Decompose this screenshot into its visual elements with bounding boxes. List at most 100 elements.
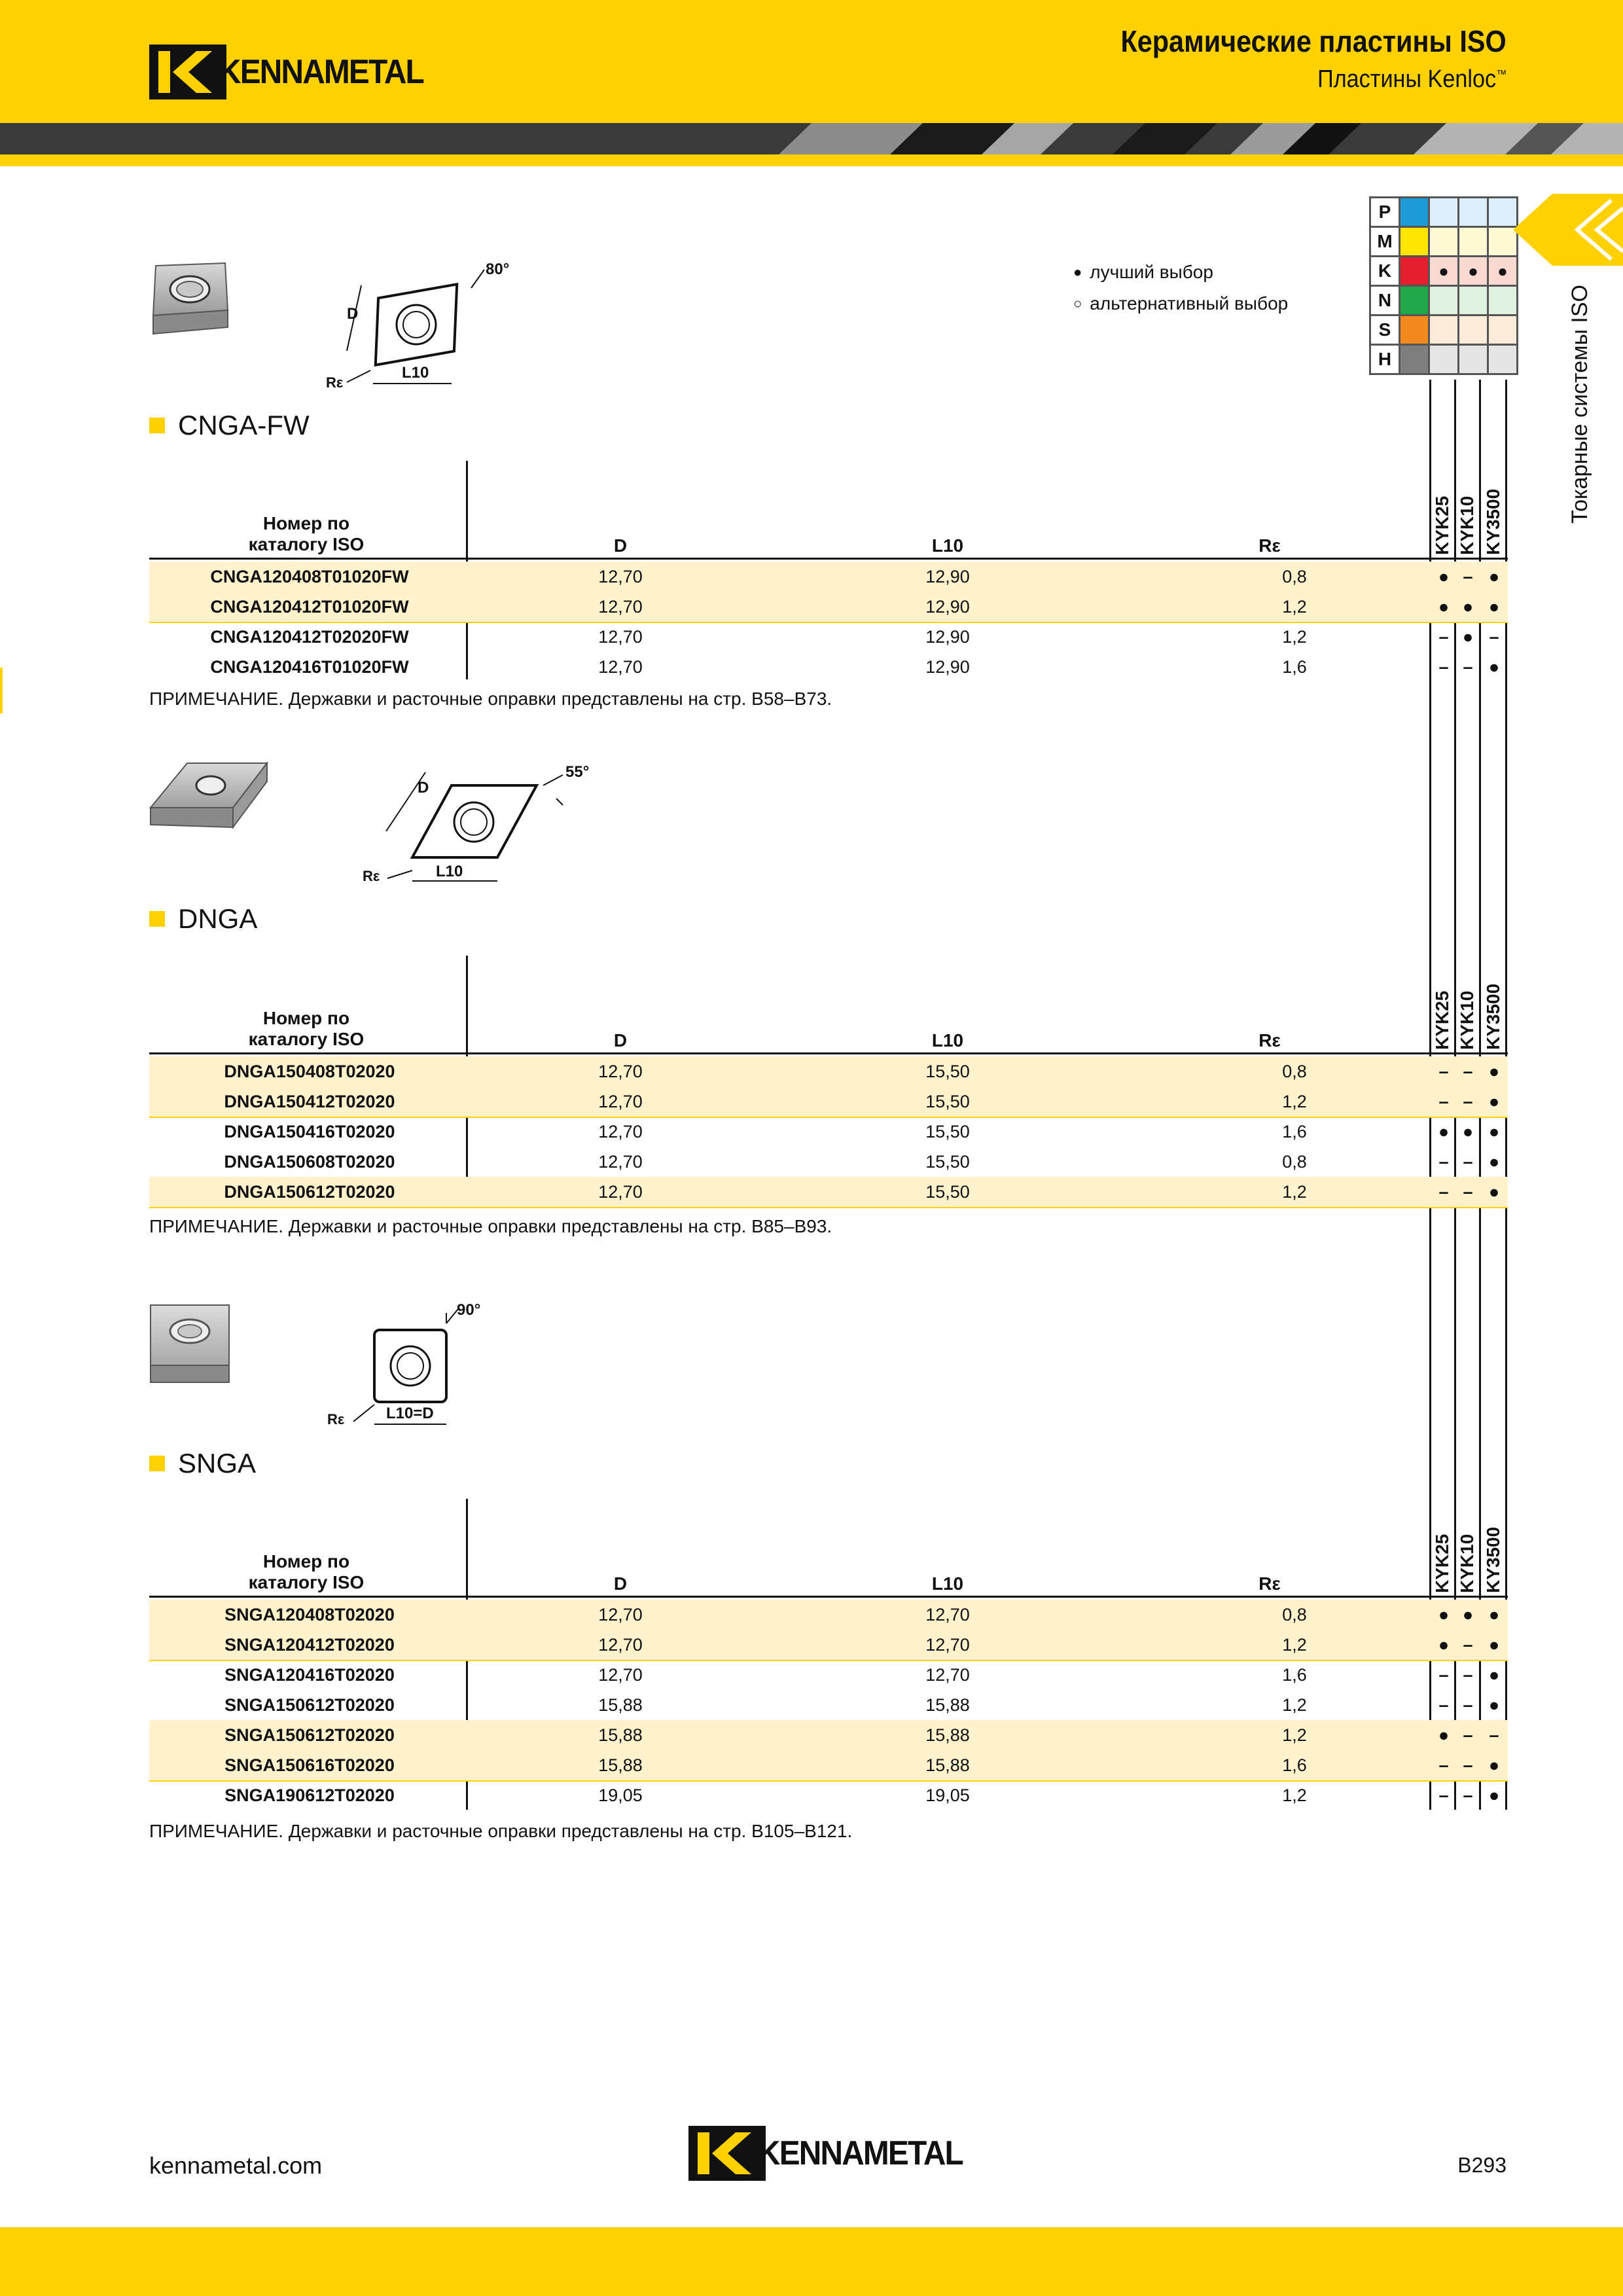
snga-insert-image (150, 1304, 230, 1383)
row-separator (149, 682, 1508, 683)
grade-ky3500-cell: – (1489, 1725, 1499, 1745)
grade-header-text: KYK25 (1432, 495, 1452, 555)
grade-kyk25-cell: – (1438, 1092, 1449, 1111)
grade-header-text: KY3500 (1483, 983, 1503, 1050)
header-bar (0, 0, 1623, 123)
trademark-mark: ™ (1495, 67, 1507, 81)
grade-ky3500-cell: ● (1488, 1755, 1500, 1775)
col-header-d: D (613, 1573, 628, 1594)
d-value-cell: 15,88 (598, 1695, 643, 1715)
catalog-number-cell: CNGA120412T02020FW (210, 627, 409, 647)
grade-kyk25-cell: ● (1438, 1122, 1450, 1141)
l10-value-cell: 12,70 (925, 1635, 970, 1655)
grade-kyk25-cell: – (1438, 1665, 1449, 1685)
dnga-angle-label: 55° (565, 763, 590, 781)
catalog-number-cell: SNGA150612T02020 (224, 1695, 395, 1715)
material-grade-mark: ● (1457, 255, 1489, 287)
grade-kyk10-cell: – (1463, 1665, 1473, 1685)
d-value-cell: 19,05 (598, 1785, 643, 1805)
material-code: S (1369, 314, 1400, 346)
table-header-rule (149, 1052, 1508, 1054)
col-header-catalog-l1: Номер по (262, 1008, 350, 1028)
material-grade-mark (1487, 314, 1518, 346)
catalog-number-cell: DNGA150416T02020 (224, 1122, 395, 1141)
material-row-p: P (1369, 196, 1518, 228)
material-row-h: H (1369, 344, 1518, 375)
l10-value-cell: 15,50 (925, 1122, 970, 1141)
grade-ky3500-cell: ● (1488, 1695, 1500, 1715)
d-value-cell: 12,70 (598, 627, 643, 647)
l10-value-cell: 12,90 (925, 567, 970, 586)
col-header-catalog-l1: Номер по (262, 513, 350, 533)
catalog-number-cell: CNGA120408T01020FW (210, 567, 409, 586)
re-value-cell: 1,2 (1282, 627, 1307, 647)
cnga-dimension-drawing (346, 269, 485, 384)
catalog-number-cell: SNGA120412T02020 (224, 1635, 395, 1655)
side-tab-label[interactable]: Токарные системы ISO (1561, 285, 1600, 524)
d-value-cell: 12,70 (598, 1182, 643, 1202)
d-value-cell: 12,70 (598, 1605, 643, 1624)
re-value-cell: 1,2 (1282, 597, 1307, 617)
section-marker-icon (149, 418, 165, 433)
grade-kyk10-cell: – (1463, 1785, 1473, 1805)
grade-kyk25-cell: – (1438, 627, 1449, 647)
catalog-number-cell: DNGA150412T02020 (224, 1092, 395, 1111)
grade-header-text: KYK25 (1432, 990, 1452, 1050)
grade-kyk10-cell: ● (1462, 597, 1474, 617)
grade-ky3500-cell: ● (1488, 1635, 1500, 1655)
grade-kyk25-cell: ● (1438, 1725, 1450, 1745)
re-value-cell: 0,8 (1282, 1605, 1307, 1624)
snga-dimension-drawing (353, 1308, 459, 1425)
legend-alt: ○ альтернативный выбор (1073, 293, 1288, 314)
footer-logo: KENNAMETAL (688, 2126, 980, 2181)
col-header-catalog: Номер по каталогу ISO (149, 1008, 463, 1050)
col-header-l10: L10 (931, 1030, 964, 1050)
re-value-cell: 1,6 (1282, 657, 1307, 677)
l10-value-cell: 15,50 (925, 1182, 970, 1202)
grade-header-text: KYK10 (1457, 495, 1477, 555)
d-value-cell: 12,70 (598, 1152, 643, 1172)
col-header-catalog-l2: каталогу ISO (248, 1572, 365, 1592)
re-value-cell: 0,8 (1282, 1152, 1307, 1172)
d-value-cell: 12,70 (598, 597, 643, 617)
row-separator (149, 1117, 1508, 1118)
l10-value-cell: 15,88 (925, 1755, 970, 1775)
catalog-number-cell: SNGA120416T02020 (224, 1665, 395, 1685)
material-row-n: N (1369, 285, 1518, 316)
re-value-cell: 1,2 (1282, 1092, 1307, 1111)
dnga-dim-l10: L10 (436, 863, 463, 880)
header-stripe (0, 123, 1623, 154)
kennametal-k-icon (149, 45, 226, 99)
col-header-catalog-l2: каталогу ISO (248, 1029, 365, 1049)
grade-kyk25-cell: ● (1438, 1635, 1450, 1655)
re-value-cell: 1,6 (1282, 1665, 1307, 1685)
l10-value-cell: 15,88 (925, 1695, 970, 1715)
row-separator (149, 1660, 1508, 1661)
col-header-catalog: Номер по каталогу ISO (149, 513, 463, 555)
material-color-swatch (1399, 344, 1430, 375)
material-grade-mark (1487, 226, 1518, 257)
cnga-angle-label: 80° (486, 260, 510, 278)
table-header-rule (149, 558, 1508, 560)
note-dnga: ПРИМЕЧАНИЕ. Державки и расточные оправки… (149, 1216, 832, 1236)
side-tab-arrow-icon[interactable] (1513, 194, 1623, 266)
l10-value-cell: 12,90 (925, 597, 970, 617)
brand-logo[interactable]: KENNAMETAL (149, 45, 441, 99)
kennametal-k-icon (688, 2126, 766, 2181)
material-color-swatch (1399, 255, 1430, 287)
l10-value-cell: 15,88 (925, 1725, 970, 1745)
re-value-cell: 1,2 (1282, 1182, 1307, 1202)
snga-dim-re: Rε (327, 1411, 345, 1427)
d-value-cell: 12,70 (598, 1635, 643, 1655)
grade-kyk10-cell: – (1463, 1182, 1473, 1202)
d-value-cell: 15,88 (598, 1755, 643, 1775)
footer-website[interactable]: kennametal.com (149, 2152, 323, 2179)
catalog-number-cell: CNGA120412T01020FW (210, 597, 409, 617)
grade-ky3500-cell: ● (1488, 1665, 1500, 1685)
